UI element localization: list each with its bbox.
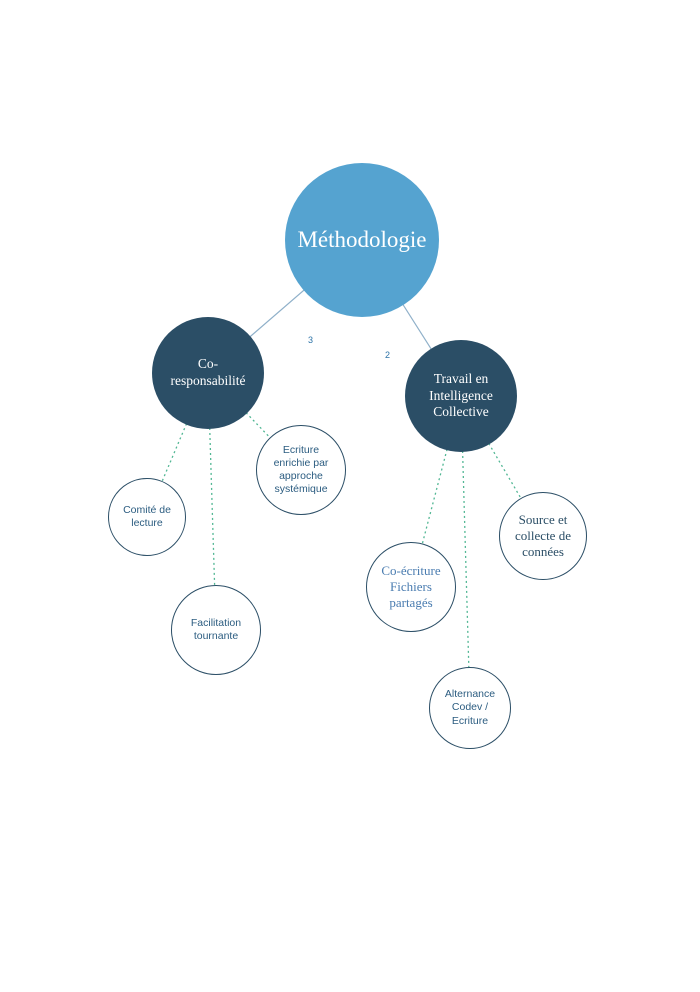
node-facilitation-tournante-label: Facilitation tournante bbox=[190, 616, 242, 642]
node-source-et-collecte-label: Source et collecte de connées bbox=[515, 511, 571, 560]
node-methodologie[interactable]: Méthodologie bbox=[285, 163, 439, 317]
node-ecriture-enrichie[interactable]: Ecriture enrichie par approche systémiqu… bbox=[256, 425, 346, 515]
node-alternance-codev-ecriture-label: Alternance Codev / Ecriture bbox=[444, 688, 496, 727]
node-methodologie-label: Méthodologie bbox=[297, 226, 427, 252]
node-travail-intelligence-collective[interactable]: Travail en Intelligence Collective bbox=[405, 340, 517, 452]
edge-label-2: 2 bbox=[385, 350, 391, 360]
node-co-responsabilite[interactable]: Co-responsabilité bbox=[152, 317, 264, 429]
edge-label-3: 3 bbox=[308, 335, 314, 345]
node-alternance-codev-ecriture[interactable]: Alternance Codev / Ecriture bbox=[429, 667, 511, 749]
node-travail-intelligence-collective-label: Travail en Intelligence Collective bbox=[429, 370, 493, 420]
edge-travail-alternance bbox=[460, 395, 471, 709]
node-comite-de-lecture[interactable]: Comité de lecture bbox=[108, 478, 186, 556]
node-ecriture-enrichie-label: Ecriture enrichie par approche systémiqu… bbox=[273, 443, 329, 496]
node-comite-de-lecture-label: Comité de lecture bbox=[123, 503, 171, 529]
node-co-responsabilite-label: Co-responsabilité bbox=[170, 356, 246, 388]
node-co-ecriture-fichiers-partages[interactable]: Co-écriture Fichiers partagés bbox=[366, 542, 456, 632]
node-co-ecriture-fichiers-partages-label: Co-écriture Fichiers partagés bbox=[381, 562, 441, 611]
node-source-et-collecte[interactable]: Source et collecte de connées bbox=[499, 492, 587, 580]
node-facilitation-tournante[interactable]: Facilitation tournante bbox=[171, 585, 261, 675]
